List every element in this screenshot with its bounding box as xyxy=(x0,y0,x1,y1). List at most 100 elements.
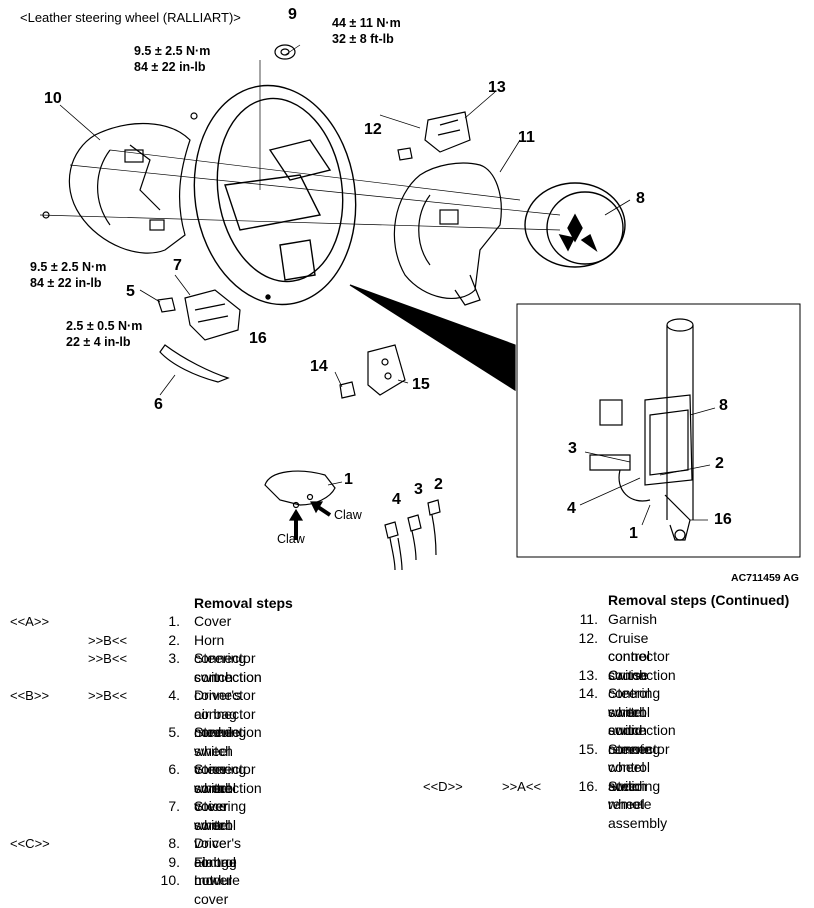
detail-callout-8: 8 xyxy=(719,397,728,414)
alignment-lines xyxy=(39,44,561,231)
audio-switch-part xyxy=(367,344,406,396)
garnish-part xyxy=(393,162,502,306)
removal-symbol: <<B>> xyxy=(10,688,50,703)
flange-nut-part xyxy=(274,44,296,60)
removal-steps-title: Removal steps xyxy=(194,595,293,611)
removal-symbol: <<D>> xyxy=(423,778,463,794)
step-text: Steering wheel voice control xyxy=(194,798,247,870)
callout-3: 3 xyxy=(414,481,423,498)
steering-wheel-part xyxy=(193,84,357,306)
step-number: 10. xyxy=(160,872,180,888)
step-text: Garnish xyxy=(608,611,658,627)
torque-metric: 9.5 ± 2.5 N·m xyxy=(134,44,211,58)
callout-13: 13 xyxy=(488,79,506,96)
callout-leaders xyxy=(59,91,716,526)
step-text: Lower cover xyxy=(194,872,233,907)
callout-15: 15 xyxy=(412,376,430,393)
torque-imperial: 32 ± 8 ft-lb xyxy=(332,32,394,46)
step-number: 6. xyxy=(168,761,180,777)
step-text: Driver's air bag module xyxy=(194,835,242,888)
torque-metric: 2.5 ± 0.5 N·m xyxy=(66,319,143,333)
diagram-title: <Leather steering wheel (RALLIART)> xyxy=(20,10,241,25)
torque-imperial: 84 ± 22 in-lb xyxy=(134,60,206,74)
step-text: Steering wheel audio remote xyxy=(608,685,661,757)
exploded-view-diagram xyxy=(39,44,801,571)
torque-imperial: 22 ± 4 in-lb xyxy=(66,335,131,349)
step-text: Steering wheel assembly xyxy=(608,777,668,831)
step-number: 1. xyxy=(168,613,180,629)
torque-spec-flange-nut: 44 ± 11 N·m 32 ± 8 ft-lb xyxy=(332,15,401,47)
removal-symbol: <<C>> xyxy=(10,836,50,851)
step-number: 7. xyxy=(168,798,180,814)
claw-label-left: Claw xyxy=(277,532,305,546)
step-number: 4. xyxy=(168,687,180,703)
callout-5: 5 xyxy=(126,283,135,300)
step-number: 15. xyxy=(578,740,598,757)
figure-code: AC711459 AG xyxy=(731,572,799,584)
cover-part xyxy=(264,470,336,540)
step-text: Steering switch connector xyxy=(194,650,256,703)
step-number: 13. xyxy=(578,666,598,683)
step-number: 16. xyxy=(578,777,598,794)
callout-4: 4 xyxy=(392,491,401,508)
voice-switch-cover-part xyxy=(159,344,230,383)
installation-symbol: >>A<< xyxy=(502,778,542,794)
connector-14-part xyxy=(339,381,356,399)
step-text: switch connector connection xyxy=(194,742,262,796)
detail-box xyxy=(516,303,801,558)
callout-1: 1 xyxy=(344,471,353,488)
callout-8: 8 xyxy=(636,190,645,207)
airbag-module-part xyxy=(524,182,626,268)
step-text: Flange nut xyxy=(194,853,237,889)
connector-5-part xyxy=(157,297,176,313)
connectors-bottom xyxy=(384,499,441,571)
lower-cover-part xyxy=(42,112,198,254)
claw-label-right: Claw xyxy=(334,508,362,522)
connector-12-part xyxy=(397,147,413,161)
step-text: switch cover xyxy=(194,779,233,815)
torque-spec-upper-screw: 9.5 ± 2.5 N·m 84 ± 22 in-lb xyxy=(134,43,210,75)
detail-callout-16: 16 xyxy=(714,511,732,528)
detail-callout-1: 1 xyxy=(629,525,638,542)
step-number: 11. xyxy=(579,611,598,627)
step-number: 9. xyxy=(168,853,180,870)
detail-callout-3: 3 xyxy=(568,440,577,457)
removal-symbol: <<A>> xyxy=(10,614,50,629)
callout-2: 2 xyxy=(434,476,443,493)
torque-imperial: 84 ± 22 in-lb xyxy=(30,276,102,290)
step-text: connector connection xyxy=(608,648,676,683)
step-text: control switch connector xyxy=(608,703,670,757)
installation-symbol: >>B<< xyxy=(88,651,128,666)
callout-10: 10 xyxy=(44,90,62,107)
callout-14: 14 xyxy=(310,358,328,375)
step-text: Horn connector connection xyxy=(194,631,262,685)
step-number: 2. xyxy=(168,631,180,648)
step-number: 8. xyxy=(168,835,180,851)
step-text: switch xyxy=(194,816,233,833)
detail-callout-4: 4 xyxy=(567,500,576,517)
cruise-switch-part xyxy=(424,111,471,153)
step-text: Cruise control switch xyxy=(608,629,651,683)
voice-switch-part xyxy=(184,289,241,341)
callout-6: 6 xyxy=(154,396,163,413)
step-text: Driver's air bag module xyxy=(194,687,242,740)
step-text: Steering wheel voice control xyxy=(194,761,247,833)
step-text: Steering wheel voice control xyxy=(194,724,247,796)
installation-symbol: >>B<< xyxy=(88,688,128,703)
torque-metric: 9.5 ± 2.5 N·m xyxy=(30,260,107,274)
torque-metric: 44 ± 11 N·m xyxy=(332,16,401,30)
step-text: connector connection xyxy=(194,705,262,741)
step-text: control switch xyxy=(608,759,651,794)
step-text: Cruise control switch xyxy=(608,666,651,720)
step-text: connection xyxy=(608,722,676,738)
detail-leader xyxy=(349,284,516,392)
step-number: 5. xyxy=(168,724,180,740)
detail-callout-2: 2 xyxy=(715,455,724,472)
callout-12: 12 xyxy=(364,121,382,138)
torque-spec-voice-switch: 2.5 ± 0.5 N·m 22 ± 4 in-lb xyxy=(66,318,142,350)
callout-11: 11 xyxy=(518,129,535,146)
callout-9: 9 xyxy=(288,6,297,23)
callout-7: 7 xyxy=(173,257,182,274)
callout-16: 16 xyxy=(249,330,267,347)
removal-steps-continued-title: Removal steps (Continued) xyxy=(608,592,790,608)
